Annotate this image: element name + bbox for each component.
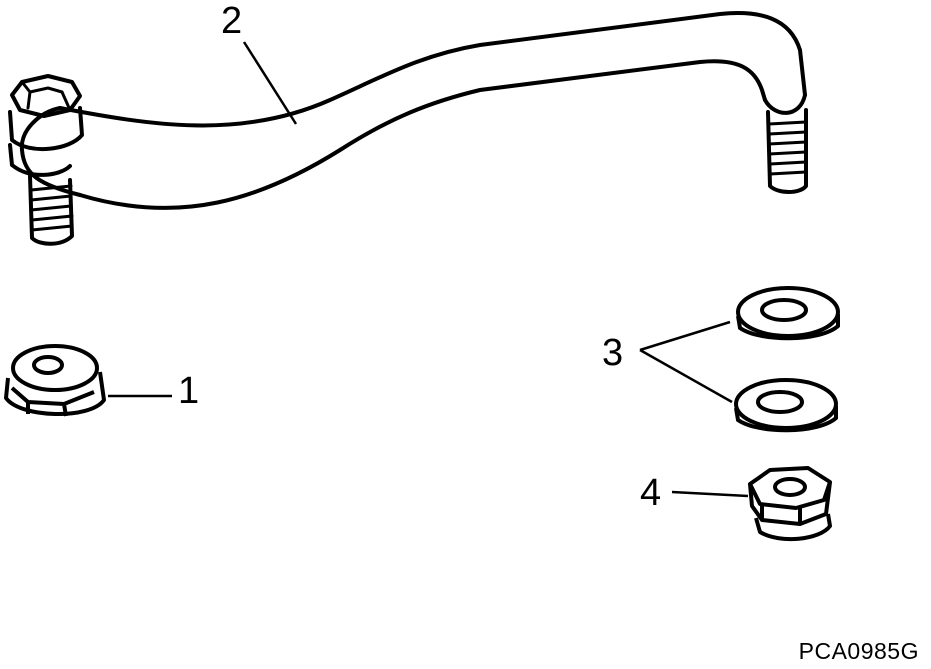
nut-1-flange: [4, 371, 106, 417]
left-stud: [28, 174, 74, 246]
bolt-head: [10, 74, 82, 118]
nut-4-sides: [748, 481, 832, 526]
flange-nut-4: [748, 466, 832, 542]
washer-lower: [734, 378, 838, 433]
bolt-collar: [8, 106, 84, 152]
washer-upper: [736, 286, 840, 341]
leader-2: [242, 41, 298, 125]
leader-lines: [108, 41, 749, 498]
nut-1-hex: [10, 386, 95, 417]
callout-4: 4: [640, 472, 662, 514]
leader-4: [671, 490, 749, 498]
nut-4-hole: [773, 477, 807, 497]
bolt-head-face: [20, 80, 72, 112]
nut-1-hole: [32, 355, 64, 375]
rod-upper-edge: [58, 11, 807, 128]
flange-nut-1: [4, 344, 106, 417]
nut-4-hex-top: [748, 466, 832, 510]
left-stud-threads: [29, 184, 74, 232]
bolt-collar-lower: [8, 143, 72, 177]
callout-2: 2: [221, 0, 243, 42]
rod-part: [8, 11, 808, 246]
callout-1: 1: [178, 370, 200, 412]
right-stud-threads: [767, 120, 808, 176]
rod-lower-edge: [78, 59, 767, 210]
callout-3: 3: [602, 332, 624, 374]
rod-bend-end: [763, 93, 807, 115]
nut-4-flange: [754, 513, 832, 542]
right-stud: [766, 108, 808, 194]
leader-3-lower: [639, 348, 733, 404]
figure-code: PCA0985G: [798, 638, 919, 664]
nut-1-top: [11, 344, 99, 392]
leader-3-upper: [639, 320, 731, 352]
